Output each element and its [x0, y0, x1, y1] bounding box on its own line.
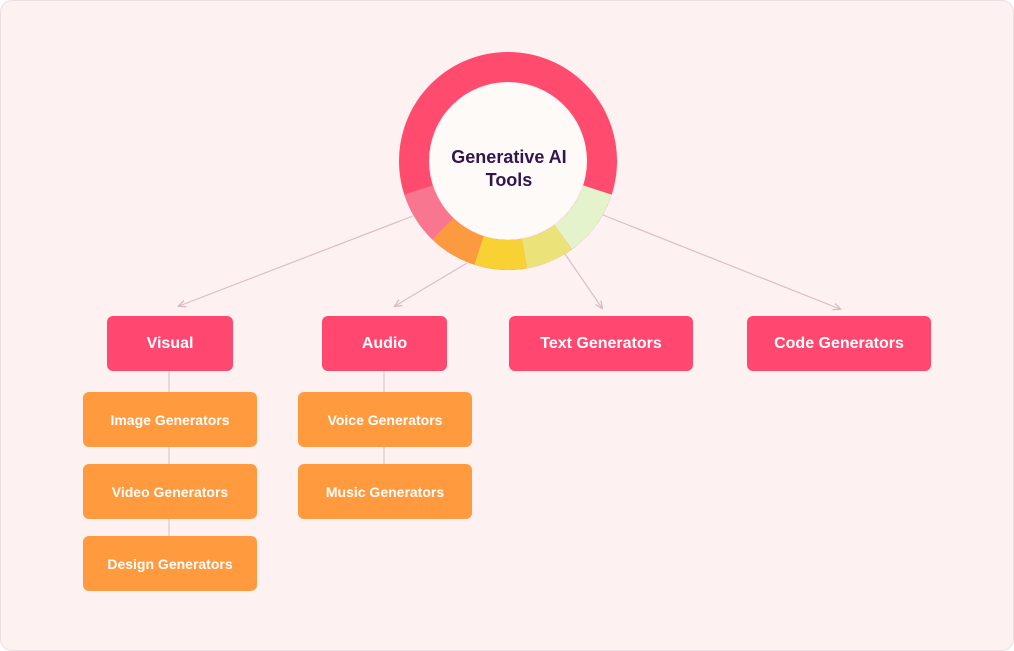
hub-title: Generative AI Tools: [421, 146, 597, 192]
hub-ring-segment-1: [404, 185, 454, 240]
hub-center: [430, 83, 586, 239]
hub-ring-segments: [404, 185, 612, 270]
node-music-generators: Music Generators: [298, 464, 472, 519]
arrow-to-audio: [395, 262, 468, 306]
category-visual: Visual: [107, 316, 233, 371]
node-image-generators: Image Generators: [83, 392, 257, 447]
hub-ring-segment-4: [521, 224, 573, 269]
hub-ring-segment-2: [432, 217, 484, 265]
arrow-to-visual: [179, 215, 414, 306]
node-voice-generators: Voice Generators: [298, 392, 472, 447]
hub-ring-segment-5: [554, 185, 612, 250]
category-text-generators: Text Generators: [509, 316, 693, 371]
category-audio: Audio: [322, 316, 447, 371]
hub-title-line-1: Generative AI: [451, 147, 567, 167]
arrow-to-code-generators: [602, 214, 840, 309]
node-design-generators: Design Generators: [83, 536, 257, 591]
hub-ring-segment-3: [474, 236, 527, 270]
category-code-generators: Code Generators: [747, 316, 931, 371]
node-video-generators: Video Generators: [83, 464, 257, 519]
arrow-to-text-generators: [564, 253, 602, 308]
hub-title-line-2: Tools: [485, 170, 533, 190]
